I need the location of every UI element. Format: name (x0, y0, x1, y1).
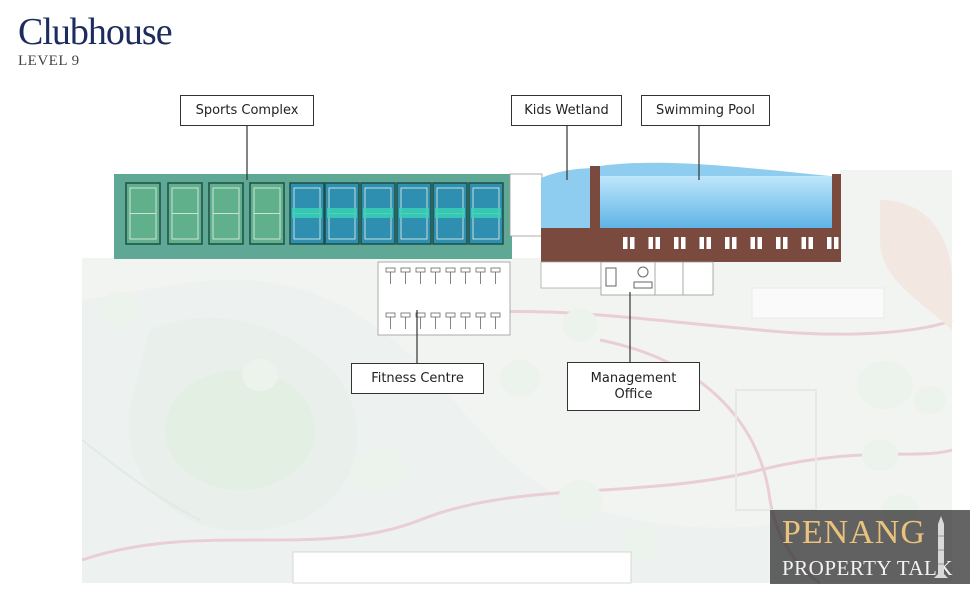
courts-group (125, 182, 504, 245)
tennis-court (249, 182, 285, 245)
leader-lines (246, 126, 700, 363)
label-management-office-line1: Management (590, 370, 677, 386)
building-windows (623, 237, 839, 249)
kids-wetland-area (509, 168, 598, 237)
label-kids-wetland: Kids Wetland (511, 95, 622, 126)
fitness-centre-room (377, 261, 511, 336)
label-fitness-centre: Fitness Centre (351, 363, 484, 394)
watermark-line1: PENANG (782, 514, 926, 551)
management-office-room (540, 261, 714, 296)
page-title: Clubhouse (18, 11, 173, 53)
swimming-pool-area (598, 162, 832, 228)
label-swimming-pool-text: Swimming Pool (656, 102, 755, 118)
watermark-line2: PROPERTY TALK (782, 556, 953, 580)
badminton-court (468, 182, 504, 245)
label-swimming-pool: Swimming Pool (641, 95, 770, 126)
label-management-office: Management Office (567, 362, 700, 411)
sports-complex (114, 174, 512, 259)
badminton-court (432, 182, 468, 245)
label-management-office-line2: Office (614, 386, 653, 402)
clubhouse-building (541, 166, 841, 262)
tennis-court (208, 182, 244, 245)
badminton-court (324, 182, 360, 245)
level-subtitle: LEVEL 9 (18, 53, 80, 69)
label-fitness-centre-text: Fitness Centre (371, 370, 464, 386)
label-sports-complex-text: Sports Complex (195, 102, 299, 118)
tower-icon (934, 516, 948, 578)
tennis-court (125, 182, 161, 245)
gym-equipment (385, 267, 501, 329)
tennis-court (167, 182, 203, 245)
watermark: PENANG PROPERTY TALK (770, 510, 970, 584)
badminton-court (360, 182, 396, 245)
label-sports-complex: Sports Complex (180, 95, 314, 126)
badminton-court (396, 182, 432, 245)
label-kids-wetland-text: Kids Wetland (524, 102, 609, 118)
badminton-court (289, 182, 325, 245)
